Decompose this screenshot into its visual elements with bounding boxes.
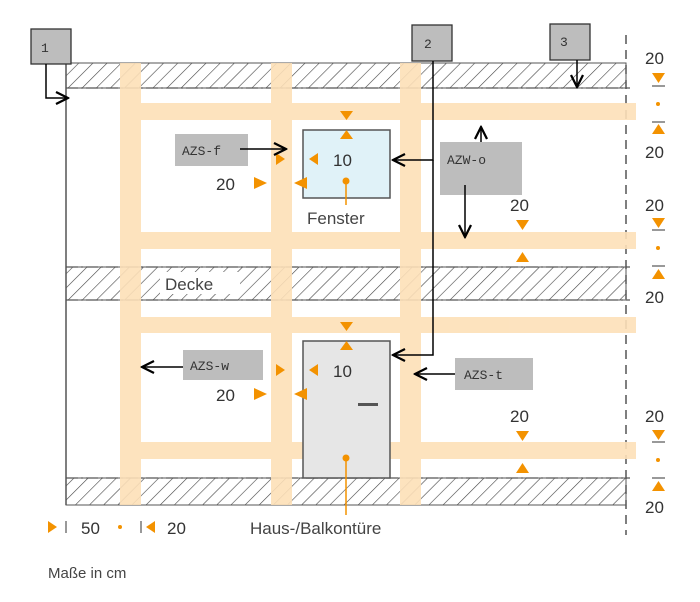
- door-gap-dim: 10: [333, 362, 352, 381]
- azs-w-tag: AZS-w: [183, 350, 263, 380]
- svg-text:2: 2: [424, 37, 432, 52]
- dimension-ticks: [65, 85, 665, 533]
- bottom-right-dim: 20: [167, 519, 186, 538]
- dimension-arrows: [48, 73, 665, 533]
- right-dim-5: 20: [645, 407, 664, 426]
- svg-text:AZS-w: AZS-w: [190, 359, 229, 374]
- pointer-arrows: [45, 60, 577, 374]
- right-dim-4: 20: [645, 288, 664, 307]
- svg-text:AZW-o: AZW-o: [447, 153, 486, 168]
- azs-f-tag: AZS-f: [175, 134, 248, 166]
- window-side-dim: 20: [216, 175, 235, 194]
- top-slab: [65, 62, 627, 89]
- bottom-left-dim: 50: [81, 519, 100, 538]
- tuere-label: Haus-/Balkontüre: [250, 519, 381, 538]
- units-label: Maße in cm: [48, 565, 126, 582]
- right-dim-2: 20: [645, 143, 664, 162]
- right-dim-6: 20: [645, 498, 664, 517]
- door-handle: [358, 403, 378, 406]
- center-markers: [342, 177, 350, 515]
- middle-slab: [65, 266, 627, 301]
- fenster-label: Fenster: [307, 209, 365, 228]
- right-dim-1: 20: [645, 49, 664, 68]
- door-side-dim: 20: [216, 386, 235, 405]
- svg-text:1: 1: [41, 41, 49, 56]
- tag-3: 3: [549, 23, 591, 61]
- azs-t-tag: AZS-t: [455, 358, 533, 390]
- svg-text:AZS-t: AZS-t: [464, 368, 503, 383]
- decke-label-bg: [160, 272, 240, 294]
- upper-mid-dim: 20: [510, 196, 529, 215]
- installation-zones: [120, 63, 636, 505]
- tag-2: 2: [411, 24, 453, 62]
- lower-mid-dim: 20: [510, 407, 529, 426]
- decke-label: Decke: [165, 275, 213, 294]
- azw-o-tag: AZW-o: [440, 142, 522, 195]
- svg-text:3: 3: [560, 35, 568, 50]
- right-dim-3: 20: [645, 196, 664, 215]
- svg-text:AZS-f: AZS-f: [182, 144, 221, 159]
- window-gap-dim: 10: [333, 151, 352, 170]
- tag-1: 1: [30, 28, 72, 65]
